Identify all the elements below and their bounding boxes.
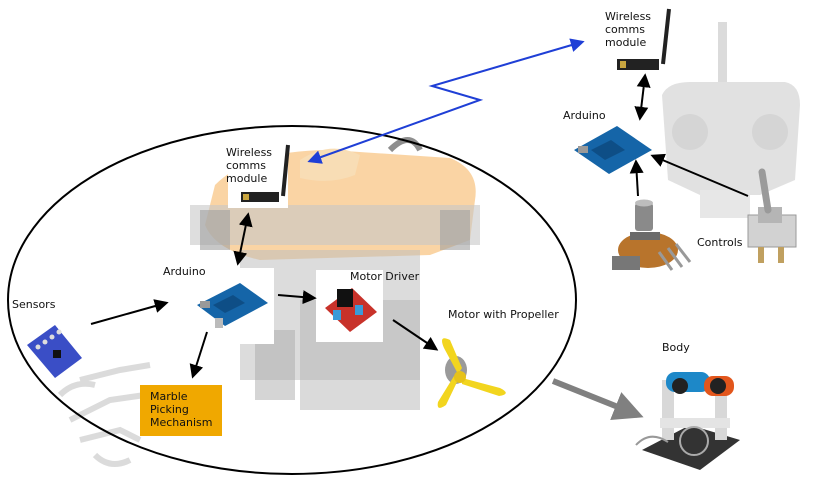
- motor-driver-board-icon: [325, 288, 377, 332]
- arduino-to-marble-arrow: [189, 331, 208, 379]
- sensors-label: Sensors: [12, 298, 56, 311]
- driver-to-motor-arrow: [392, 319, 439, 351]
- sensor-board-icon: [27, 325, 82, 378]
- toggle-switch-icon: [747, 168, 797, 263]
- marble-label-line2: Picking: [150, 403, 189, 416]
- antenna-icon: [661, 8, 671, 65]
- wireless-remote-label-line2: comms: [605, 23, 645, 36]
- arduino-board-icon: [574, 126, 652, 174]
- rov-body-icon: [635, 372, 740, 470]
- wireless-module-icon: [241, 144, 290, 202]
- marble-label-line1: Marble: [150, 390, 188, 403]
- arduino-remote-label: Arduino: [563, 109, 606, 122]
- wireless-robot-label-line3: module: [226, 172, 268, 185]
- wireless-link-arrow: [307, 38, 585, 164]
- wireless-arduino-arrow-remote: [634, 73, 651, 121]
- wireless-robot-label-line2: comms: [226, 159, 266, 172]
- wireless-arduino-arrow-robot: [233, 212, 253, 266]
- wireless-module-icon: [617, 8, 671, 70]
- rc-transmitter-icon: [662, 22, 800, 218]
- wireless-robot-label: Wireless comms module: [226, 146, 272, 185]
- arduino-board-icon: [197, 283, 268, 328]
- potentiometer-icon: [612, 199, 692, 271]
- marble-picking-mechanism-box: Marble Picking Mechanism: [140, 385, 222, 436]
- robot-to-body-arrow: [551, 378, 644, 421]
- motor-driver-label: Motor Driver: [350, 270, 420, 283]
- wireless-remote-label-line3: module: [605, 36, 647, 49]
- wireless-remote-label: Wireless comms module: [605, 10, 651, 49]
- sensors-to-arduino-arrow: [90, 299, 169, 325]
- robot-boundary-ellipse: [7, 125, 577, 475]
- arduino-to-driver-arrow: [277, 290, 317, 305]
- propeller-motor-icon: [437, 338, 506, 408]
- robot-arm-icon: [57, 362, 151, 467]
- antenna-icon: [281, 144, 290, 197]
- motor-with-propeller-label: Motor with Propeller: [448, 308, 559, 321]
- controls-label: Controls: [697, 236, 743, 249]
- pot-to-arduino-arrow: [629, 159, 644, 197]
- body-label: Body: [662, 341, 690, 354]
- switch-to-arduino-arrow: [650, 153, 749, 197]
- arduino-robot-label: Arduino: [163, 265, 206, 278]
- wireless-remote-label-line1: Wireless: [605, 10, 652, 23]
- wireless-robot-label-line1: Wireless: [226, 146, 273, 159]
- marble-label-line3: Mechanism: [150, 416, 213, 429]
